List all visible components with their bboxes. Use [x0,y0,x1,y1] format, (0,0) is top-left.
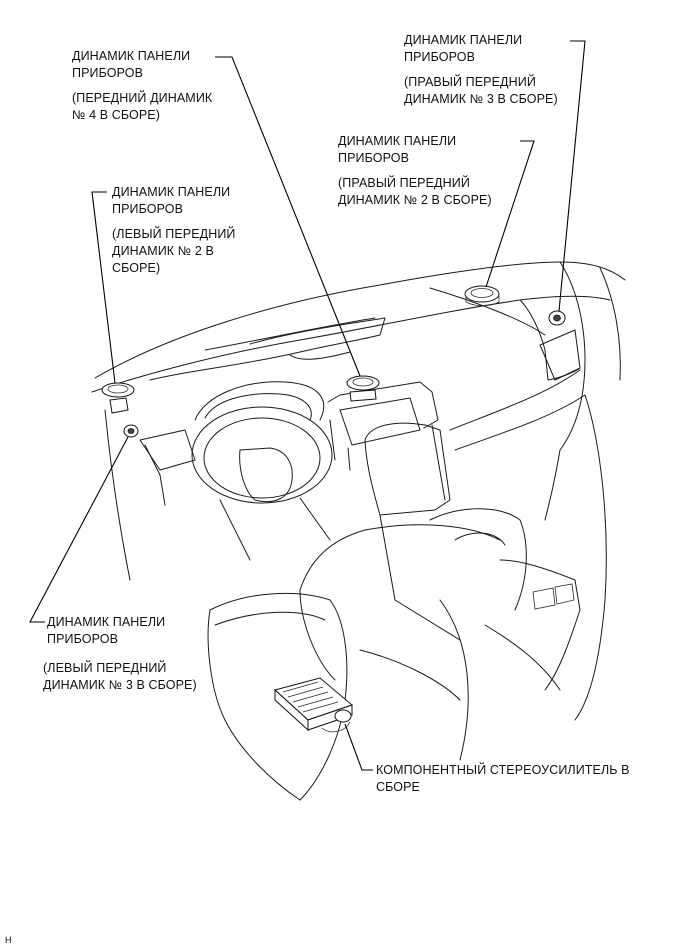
label-title-line2: СБОРЕ [376,780,420,794]
label-sub-line2: ДИНАМИК № 2 В [112,244,214,258]
dashboard-outline [91,261,626,451]
left-vent [104,409,196,581]
label-sub-line2: ДИНАМИК № 3 В СБОРЕ) [43,678,197,692]
label-sub-line2: № 4 В СБОРЕ) [72,108,160,122]
label-title-line2: ПРИБОРОВ [72,66,144,80]
speaker-right-front-2 [464,285,500,307]
label-sub-line1: (ПРАВЫЙ ПЕРЕДНИЙ [338,176,470,190]
leader-lines [29,40,586,771]
label-left-front-speaker-3: ДИНАМИК ПАНЕЛИ ПРИБОРОВ [47,614,165,648]
label-front-speaker-4: ДИНАМИК ПАНЕЛИ ПРИБОРОВ (ПЕРЕДНИЙ ДИНАМИ… [72,48,212,124]
label-right-front-speaker-3: ДИНАМИК ПАНЕЛИ ПРИБОРОВ (ПРАВЫЙ ПЕРЕДНИЙ… [404,32,558,108]
label-amplifier: КОМПОНЕНТНЫЙ СТЕРЕОУСИЛИТЕЛЬ В СБОРЕ [376,762,630,796]
leader-left-front-3 [29,436,129,623]
label-title-line2: ПРИБОРОВ [47,632,119,646]
speaker-left-front-2 [101,382,135,414]
label-title-line2: ПРИБОРОВ [338,151,410,165]
corner-mark: H [5,935,12,945]
steering-and-cluster [191,381,333,561]
speaker-front-4 [346,375,380,402]
label-left-front-speaker-3-sub: (ЛЕВЫЙ ПЕРЕДНИЙ ДИНАМИК № 3 В СБОРЕ) [43,660,197,694]
label-title-line1: ДИНАМИК ПАНЕЛИ [72,49,191,63]
label-right-front-speaker-2: ДИНАМИК ПАНЕЛИ ПРИБОРОВ (ПРАВЫЙ ПЕРЕДНИЙ… [338,133,492,209]
center-stack [327,381,461,641]
label-sub-line3: СБОРЕ) [112,261,161,275]
leader-right-front-2 [485,140,535,288]
label-title-line2: ПРИБОРОВ [404,50,476,64]
label-title-line1: ДИНАМИК ПАНЕЛИ [112,185,231,199]
label-sub-line1: (ПРАВЫЙ ПЕРЕДНИЙ [404,75,536,89]
label-title-line1: ДИНАМИК ПАНЕЛИ [47,615,166,629]
label-sub-line2: ДИНАМИК № 3 В СБОРЕ) [404,92,558,106]
amplifier-unit [273,677,353,733]
label-title-line1: КОМПОНЕНТНЫЙ СТЕРЕОУСИЛИТЕЛЬ В [376,763,630,777]
label-sub-line1: (ПЕРЕДНИЙ ДИНАМИК [72,91,213,105]
label-sub-line1: (ЛЕВЫЙ ПЕРЕДНИЙ [43,661,167,675]
speaker-right-front-3 [548,310,566,326]
leader-front-4 [215,56,361,377]
passenger-dash [449,329,607,721]
leader-amplifier [344,723,373,771]
seats [207,508,581,801]
speaker-left-front-3 [123,424,139,438]
label-left-front-speaker-2: ДИНАМИК ПАНЕЛИ ПРИБОРОВ (ЛЕВЫЙ ПЕРЕДНИЙ … [112,184,236,277]
label-sub-line2: ДИНАМИК № 2 В СБОРЕ) [338,193,492,207]
leader-right-front-3 [558,40,586,312]
label-sub-line1: (ЛЕВЫЙ ПЕРЕДНИЙ [112,227,236,241]
label-title-line2: ПРИБОРОВ [112,202,184,216]
leader-left-front-2 [91,191,116,384]
label-title-line1: ДИНАМИК ПАНЕЛИ [338,134,457,148]
label-title-line1: ДИНАМИК ПАНЕЛИ [404,33,523,47]
